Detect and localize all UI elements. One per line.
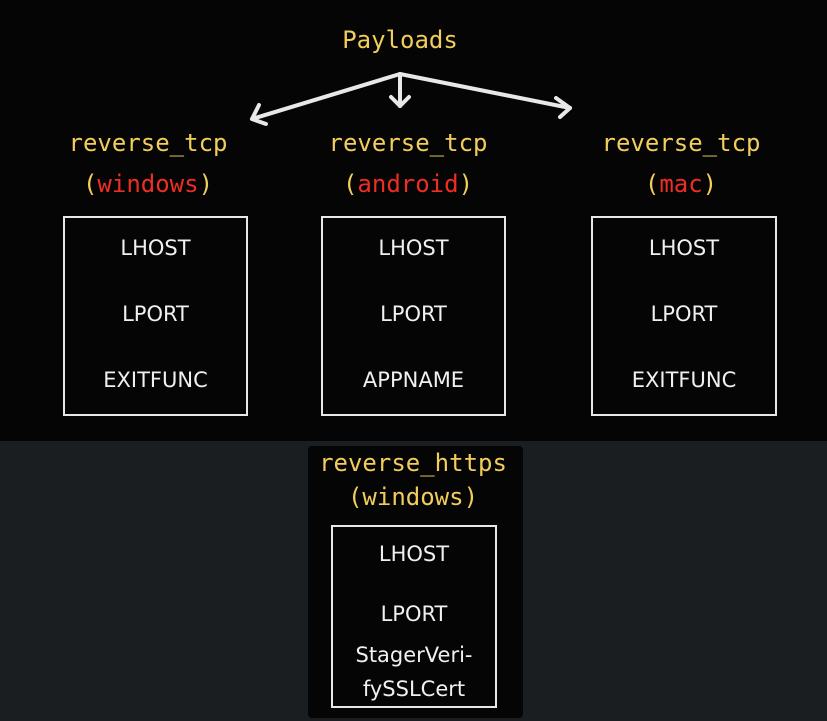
param-exitfunc: EXITFUNC: [631, 368, 737, 392]
payload-platform-mac-tcp: (mac): [644, 170, 718, 198]
param-lport: LPORT: [380, 602, 448, 626]
param-lhost: LHOST: [648, 236, 720, 260]
param-stagerverifysslcert-line2: fySSLCert: [362, 677, 466, 701]
diagram-title: Payloads: [342, 26, 458, 54]
payload-name-mac-tcp: reverse_tcp: [601, 129, 761, 157]
top-panel: [0, 0, 827, 441]
param-appname: APPNAME: [362, 368, 465, 392]
params-box-windows-tcp: LHOST LPORT EXITFUNC: [63, 216, 248, 416]
param-lhost: LHOST: [120, 236, 191, 260]
param-stagerverifysslcert-line1: StagerVeri-: [355, 643, 473, 667]
payload-platform-android-tcp: (android): [342, 170, 474, 198]
param-lport: LPORT: [380, 302, 447, 326]
param-lhost: LHOST: [378, 542, 450, 566]
params-box-mac-tcp: LHOST LPORT EXITFUNC: [591, 216, 777, 416]
arrow-left: [250, 72, 402, 126]
bottom-panel: [308, 446, 523, 718]
arrow-right: [398, 72, 572, 119]
param-exitfunc: EXITFUNC: [103, 368, 208, 392]
param-lport: LPORT: [650, 302, 718, 326]
param-lport: LPORT: [122, 302, 189, 326]
params-box-android-tcp: LHOST LPORT APPNAME: [321, 216, 506, 416]
param-lhost: LHOST: [378, 236, 449, 260]
payload-name-windows-tcp: reverse_tcp: [68, 129, 228, 157]
payload-platform-windows-https: (windows): [347, 483, 479, 511]
params-box-windows-https: LHOST LPORT StagerVeri- fySSLCert: [331, 525, 497, 708]
payload-platform-windows-tcp: (windows): [82, 170, 214, 198]
payload-name-android-tcp: reverse_tcp: [328, 129, 488, 157]
payload-name-windows-https: reverse_https: [319, 449, 507, 477]
arrow-middle: [389, 72, 411, 108]
